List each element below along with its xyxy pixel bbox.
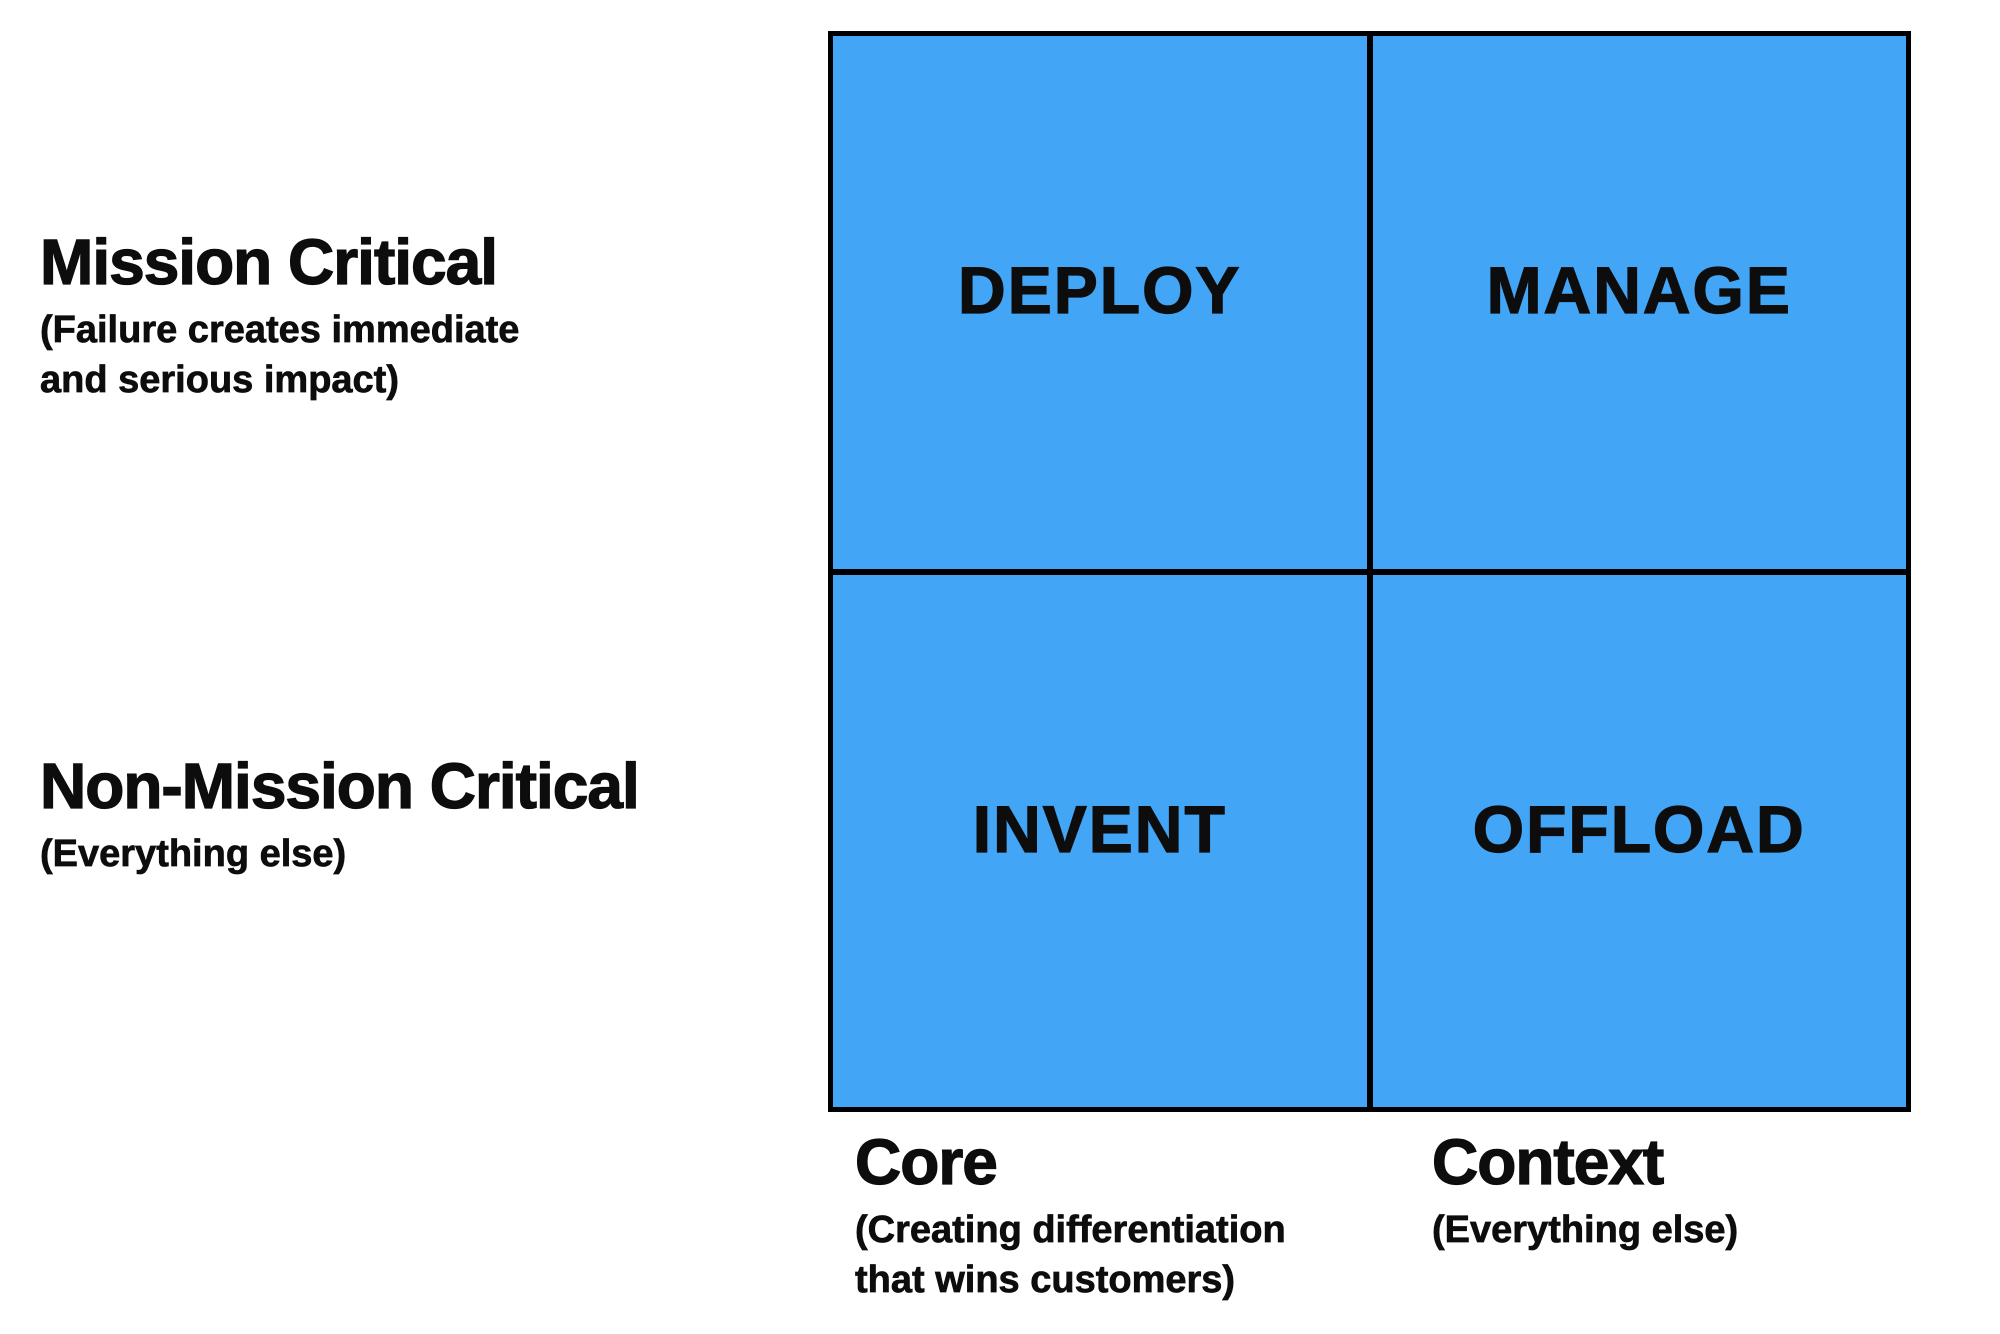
quadrant-deploy-label: DEPLOY [957,253,1242,328]
row-label-non-mission-critical-subtitle: (Everything else) [40,833,347,876]
row-label-mission-critical: Mission Critical (Failure creates immedi… [39,226,520,405]
quadrant-invent: INVENT [833,574,1367,1107]
quadrant-manage-label: MANAGE [1486,253,1792,328]
row-label-non-mission-critical-title: Non-Mission Critical [39,750,640,822]
quadrant-offload-label: OFFLOAD [1472,791,1806,866]
column-label-core: Core (Creating differentiation that wins… [854,1126,1286,1305]
quadrant-invent-label: INVENT [972,791,1227,866]
column-label-context: Context (Everything else) [1431,1126,1739,1255]
column-label-context-subtitle: (Everything else) [1432,1209,1739,1252]
quadrant-grid: DEPLOY MANAGE INVENT OFFLOAD [828,31,1911,1112]
column-label-context-title: Context [1431,1126,1665,1198]
quadrant-deploy: DEPLOY [833,36,1367,569]
column-label-core-subtitle: (Creating differentiation that wins cust… [855,1209,1286,1302]
quadrant-manage: MANAGE [1372,36,1906,569]
row-label-mission-critical-subtitle: (Failure creates immediate and serious i… [40,309,520,402]
row-label-non-mission-critical: Non-Mission Critical (Everything else) [39,750,640,879]
column-label-core-title: Core [854,1126,998,1198]
row-label-mission-critical-title: Mission Critical [39,226,498,298]
quadrant-offload: OFFLOAD [1372,574,1906,1107]
